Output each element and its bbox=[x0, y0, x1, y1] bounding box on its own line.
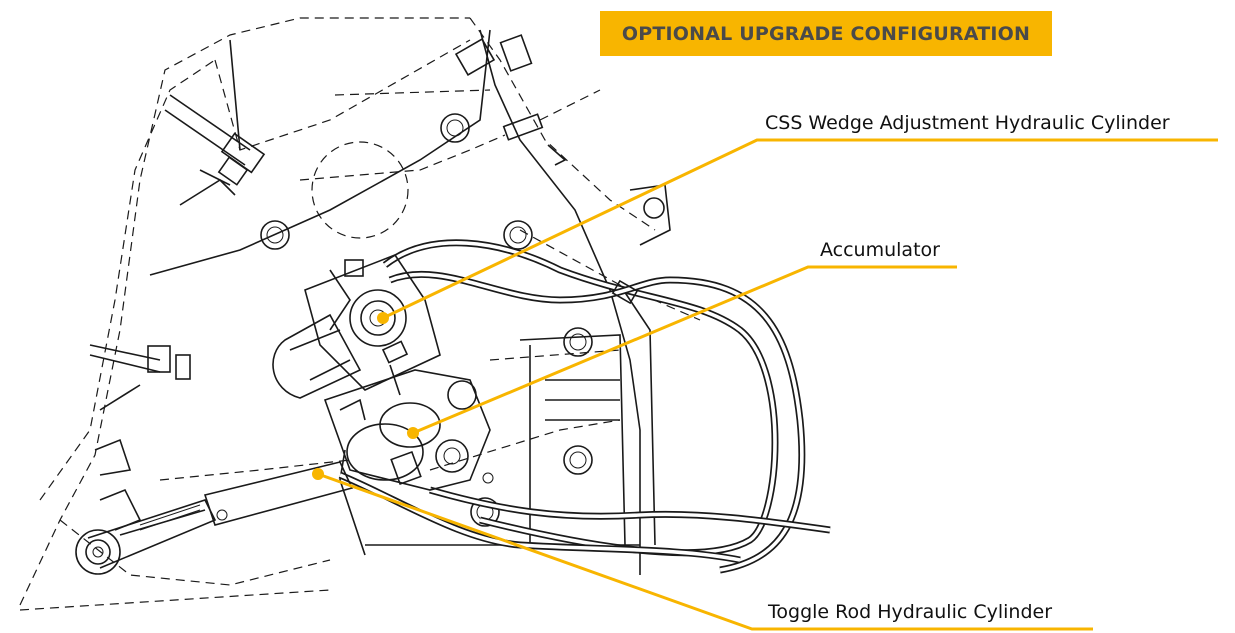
bolt-icon bbox=[503, 220, 533, 250]
callout-accumulator: Accumulator bbox=[820, 239, 940, 261]
callout-css-wedge-cylinder: CSS Wedge Adjustment Hydraulic Cylinder bbox=[765, 112, 1170, 134]
bolt-icon bbox=[440, 113, 470, 143]
bolts bbox=[147, 34, 593, 527]
optional-upgrade-banner: OPTIONAL UPGRADE CONFIGURATION bbox=[600, 11, 1052, 56]
hydraulic-hoses bbox=[338, 239, 831, 574]
bolt-icon bbox=[260, 220, 290, 250]
callout-toggle-rod-cylinder: Toggle Rod Hydraulic Cylinder bbox=[768, 601, 1053, 623]
banner-title: OPTIONAL UPGRADE CONFIGURATION bbox=[621, 22, 1031, 45]
accumulator-assembly bbox=[323, 364, 494, 491]
leader-accumulator bbox=[407, 265, 957, 439]
bolt-icon bbox=[563, 327, 593, 357]
leader-toggle-rod bbox=[312, 468, 1093, 631]
leader-css-wedge bbox=[377, 138, 1218, 324]
frame-outline bbox=[19, 17, 701, 611]
stud-icon bbox=[147, 34, 544, 380]
toggle-rod-cylinder bbox=[75, 438, 354, 575]
bolt-icon bbox=[563, 445, 593, 475]
css-wedge-cylinder bbox=[272, 254, 441, 399]
leader-lines bbox=[312, 138, 1218, 631]
